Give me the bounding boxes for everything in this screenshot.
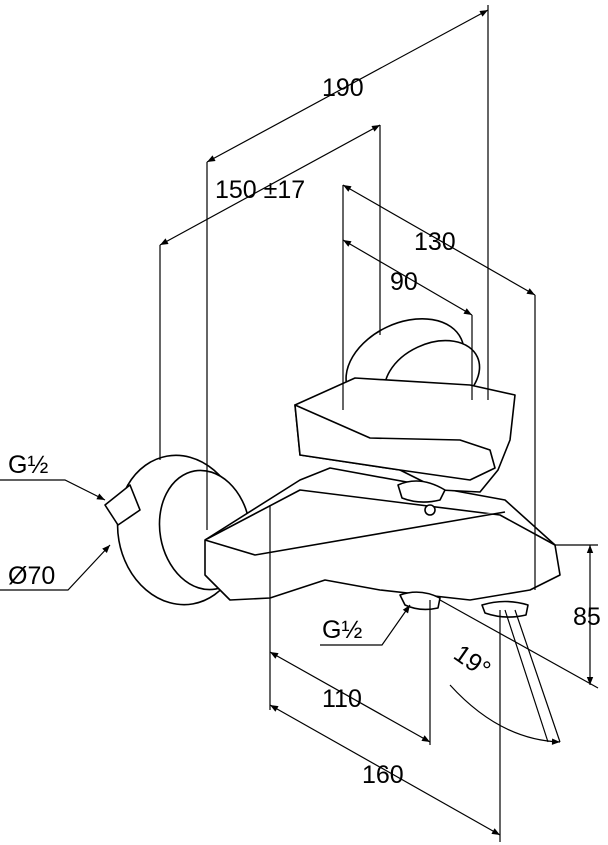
flange-diameter-label: Ø70 xyxy=(8,562,55,590)
dimension-label-90: 90 xyxy=(390,268,418,296)
dimension-label-110: 110 xyxy=(322,685,362,713)
outlet-thread-callout: G½ xyxy=(320,604,411,646)
dimension-label-190: 190 xyxy=(322,74,364,102)
dimension-label-160: 160 xyxy=(362,761,404,789)
angle-label-19: 19° xyxy=(449,639,496,684)
flange-diameter-callout: Ø70 xyxy=(0,544,111,591)
dimension-label-130: 130 xyxy=(414,228,456,256)
inlet-thread-label: G½ xyxy=(8,451,48,479)
dimension-label-85: 85 xyxy=(573,603,601,631)
lever-handle xyxy=(294,377,516,516)
dimension-85: 85 xyxy=(439,544,601,689)
outlet-thread-label: G½ xyxy=(322,616,362,644)
dimension-label-150: 150 ±17 xyxy=(215,176,305,204)
inlet-thread-callout: G½ xyxy=(0,451,106,501)
faucet-body xyxy=(204,467,561,618)
angle-19: 19° xyxy=(449,609,561,745)
dimension-90: 90 xyxy=(342,239,473,400)
